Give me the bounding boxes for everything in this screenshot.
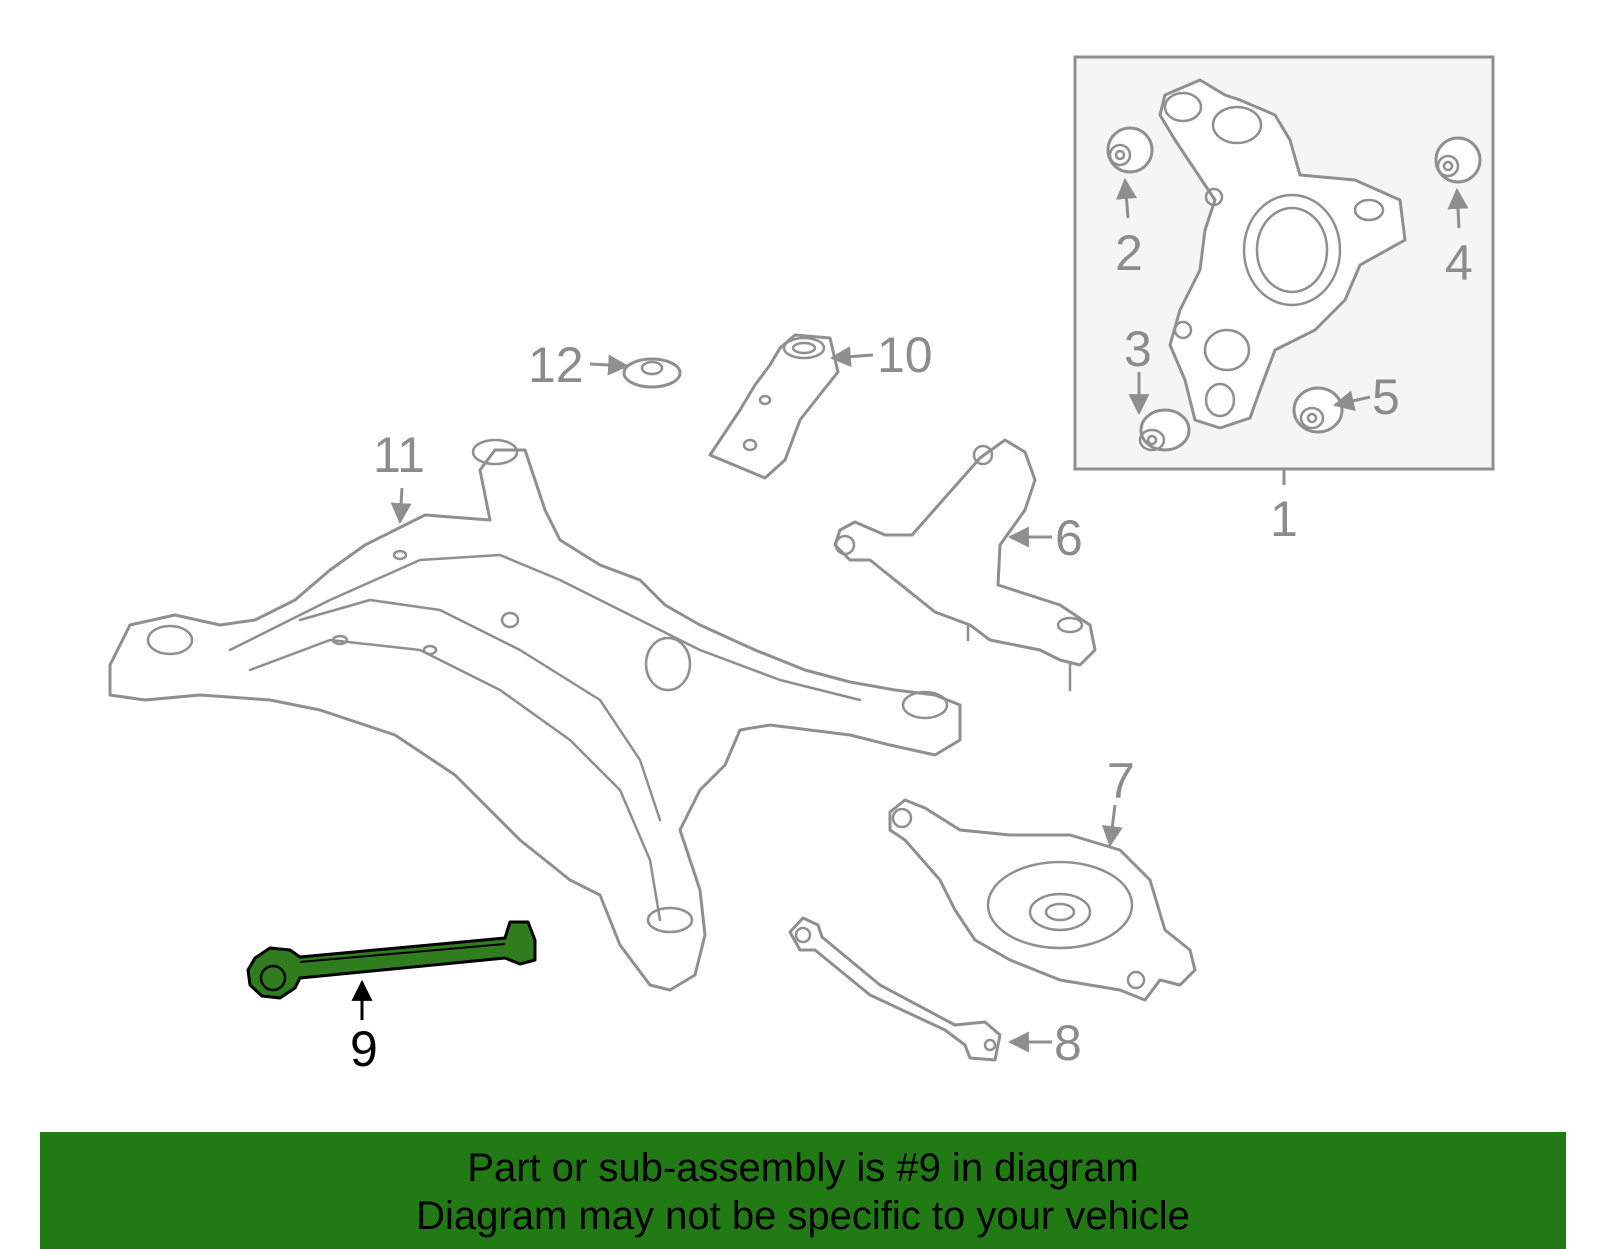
part-washer-12	[622, 357, 682, 389]
callout-7: 7	[1107, 753, 1135, 809]
banner-line-2: Diagram may not be specific to your vehi…	[416, 1194, 1190, 1238]
callout-12: 12	[528, 337, 584, 393]
callout-11: 11	[373, 427, 425, 483]
callout-3: 3	[1124, 321, 1152, 377]
part-link-8	[788, 916, 1002, 1062]
callout-10: 10	[877, 327, 933, 383]
part-lower-arm-7	[888, 798, 1197, 1002]
part-upper-arm-6	[833, 438, 1097, 692]
callout-labels: 1 2 3 4 5 6 7 8 9 10 11 12	[350, 225, 1473, 1077]
part-subframe-11	[108, 438, 962, 992]
part-knuckle	[1158, 78, 1407, 430]
callout-1: 1	[1270, 491, 1298, 547]
callout-8: 8	[1054, 1015, 1082, 1071]
part-bracket-10	[708, 333, 840, 480]
callout-2: 2	[1115, 225, 1143, 281]
info-banner: Part or sub-assembly is #9 in diagram Di…	[40, 1132, 1566, 1249]
banner-line-1: Part or sub-assembly is #9 in diagram	[467, 1146, 1139, 1190]
callout-5: 5	[1372, 369, 1400, 425]
callout-6: 6	[1055, 510, 1083, 566]
part-bushing-2	[1106, 126, 1154, 174]
leader-lines	[351, 177, 1469, 1053]
part-bushing-4	[1434, 136, 1482, 184]
part-bushing-3	[1138, 408, 1191, 452]
part-bushing-5	[1292, 386, 1344, 434]
part-rod-9-highlighted	[246, 920, 537, 1000]
callout-4: 4	[1445, 235, 1473, 291]
callout-9: 9	[350, 1021, 378, 1077]
